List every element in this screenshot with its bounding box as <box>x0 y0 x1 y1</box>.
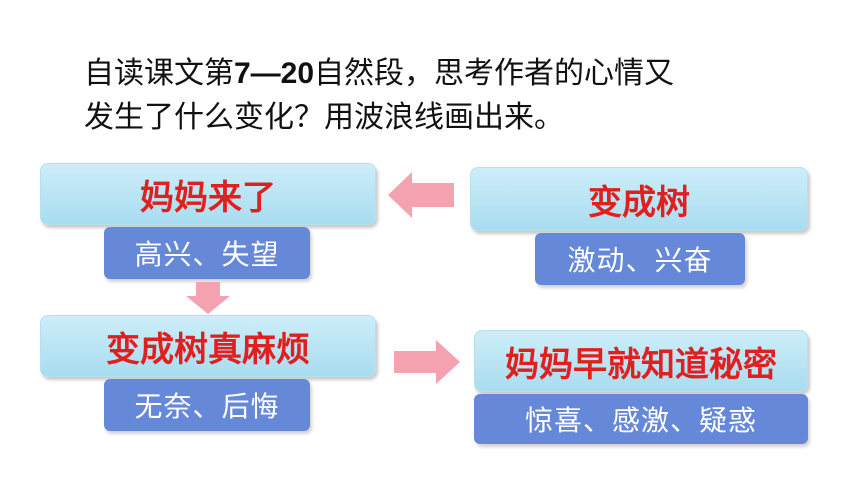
feeling-box-mama-knew: 惊喜、感激、疑惑 <box>474 394 808 444</box>
instruction-line-2: 发生了什么变化？用波浪线画出来。 <box>84 100 564 135</box>
instruction-prefix: 自读课文第 <box>84 56 234 91</box>
feeling-text: 激动、兴奋 <box>567 244 713 277</box>
instruction-text: 自读课文第7—20自然段，思考作者的心情又 发生了什么变化？用波浪线画出来。 <box>84 52 804 140</box>
arrow-left-icon <box>388 172 454 218</box>
state-box-mama-knew: 妈妈早就知道秘密 <box>474 330 808 392</box>
state-box-tree-trouble: 变成树真麻烦 <box>40 315 376 377</box>
feeling-box-tree-trouble: 无奈、后悔 <box>104 379 310 431</box>
state-title: 变成树真麻烦 <box>106 329 310 370</box>
instruction-line-1: 自读课文第7—20自然段，思考作者的心情又 <box>84 52 804 96</box>
state-title: 妈妈早就知道秘密 <box>505 344 777 385</box>
feeling-text: 惊喜、感激、疑惑 <box>524 404 757 437</box>
instruction-suffix: 自然段，思考作者的心情又 <box>314 56 675 91</box>
state-title: 妈妈来了 <box>140 177 276 218</box>
feeling-box-mama-came: 高兴、失望 <box>104 227 310 279</box>
paragraph-range: 7—20 <box>234 57 315 90</box>
feeling-text: 无奈、后悔 <box>134 390 280 423</box>
feeling-text: 高兴、失望 <box>134 238 280 271</box>
arrow-down-icon <box>186 282 230 314</box>
state-box-become-tree: 变成树 <box>470 167 808 231</box>
feeling-box-become-tree: 激动、兴奋 <box>535 233 745 285</box>
arrow-right-icon <box>394 340 460 384</box>
state-box-mama-came: 妈妈来了 <box>40 163 376 225</box>
state-title: 变成树 <box>588 182 690 223</box>
